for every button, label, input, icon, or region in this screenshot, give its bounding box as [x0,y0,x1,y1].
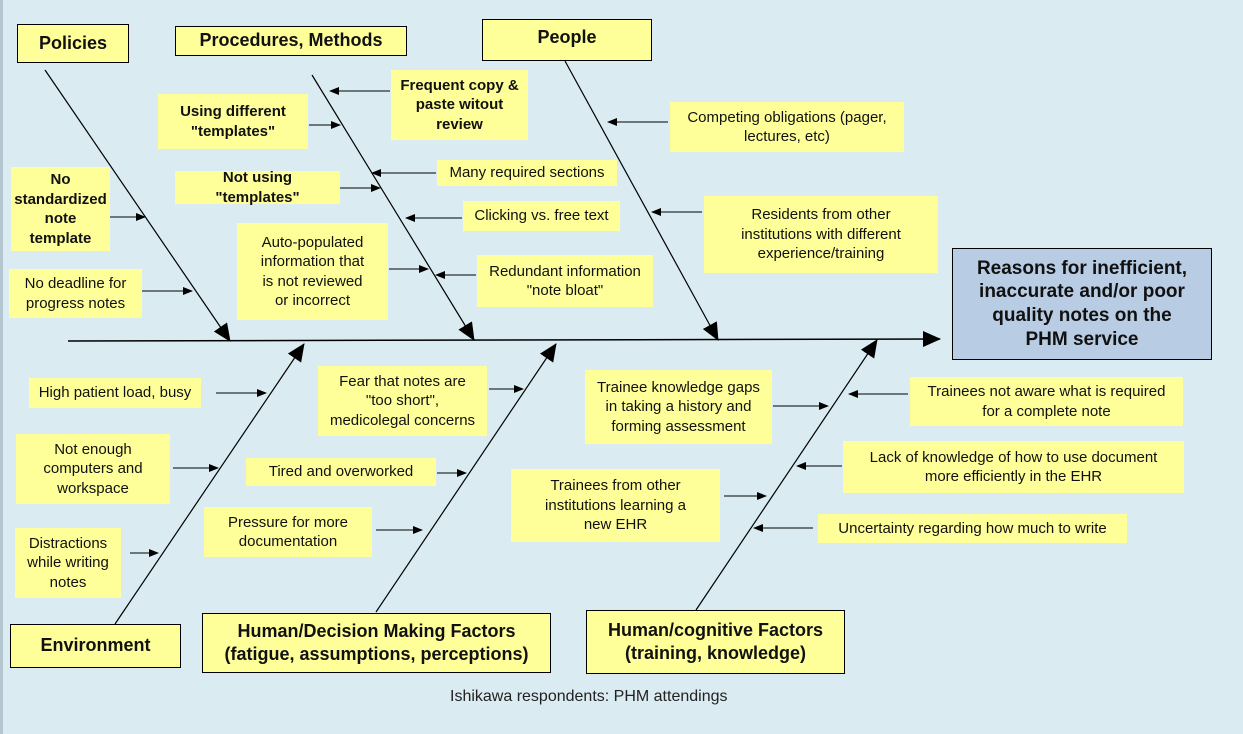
cause-clicking-vs-free-text: Clicking vs. free text [463,201,620,231]
cause-uncertainty-how-much: Uncertainty regarding how much to write [818,514,1127,543]
category-policies: Policies [17,24,129,63]
bone-human-cognitive [695,339,878,611]
cause-trainee-knowledge-gaps: Trainee knowledge gaps in taking a histo… [585,370,772,444]
category-procedures-methods: Procedures, Methods [175,26,407,56]
cause-no-deadline: No deadline for progress notes [9,269,142,318]
bone-procedures [311,74,475,341]
cause-fear-too-short: Fear that notes are "too short", medicol… [318,366,487,436]
category-environment: Environment [10,624,181,668]
cause-trainees-not-aware: Trainees not aware what is required for … [910,377,1183,426]
cause-many-required-sections: Many required sections [437,160,617,186]
cause-trainees-new-ehr: Trainees from other institutions learnin… [511,469,720,542]
effect-box: Reasons for inefficient, inaccurate and/… [952,248,1212,360]
bone-policies [44,69,231,342]
bone-people [564,60,719,341]
category-human-cognitive: Human/cognitive Factors (training, knowl… [586,610,845,674]
cause-copy-paste: Frequent copy & paste witout review [391,70,528,140]
spine [67,331,941,348]
caption: Ishikawa respondents: PHM attendings [450,688,728,705]
cause-residents-other-institutions: Residents from other institutions with d… [704,196,938,273]
cause-redundant-information: Redundant information "note bloat" [477,255,653,307]
cause-pressure-documentation: Pressure for more documentation [204,507,372,557]
category-human-decision-making: Human/Decision Making Factors (fatigue, … [202,613,551,673]
category-people: People [482,19,652,61]
cause-distractions: Distractions while writing notes [15,528,121,598]
left-border [0,0,3,734]
cause-not-enough-computers: Not enough computers and workspace [16,434,170,504]
bone-human-decision [375,343,557,613]
cause-tired-overworked: Tired and overworked [246,458,436,486]
cause-different-templates: Using different "templates" [158,94,308,149]
cause-high-patient-load: High patient load, busy [29,378,201,408]
cause-competing-obligations: Competing obligations (pager, lectures, … [670,102,904,152]
bone-environment [114,343,305,625]
cause-no-standardized-template: No standardized note template [11,167,110,251]
cause-not-using-templates: Not using "templates" [175,169,340,206]
cause-auto-populated: Auto-populated information that is not r… [237,223,388,320]
cause-lack-of-ehr-knowledge: Lack of knowledge of how to use document… [843,441,1184,493]
